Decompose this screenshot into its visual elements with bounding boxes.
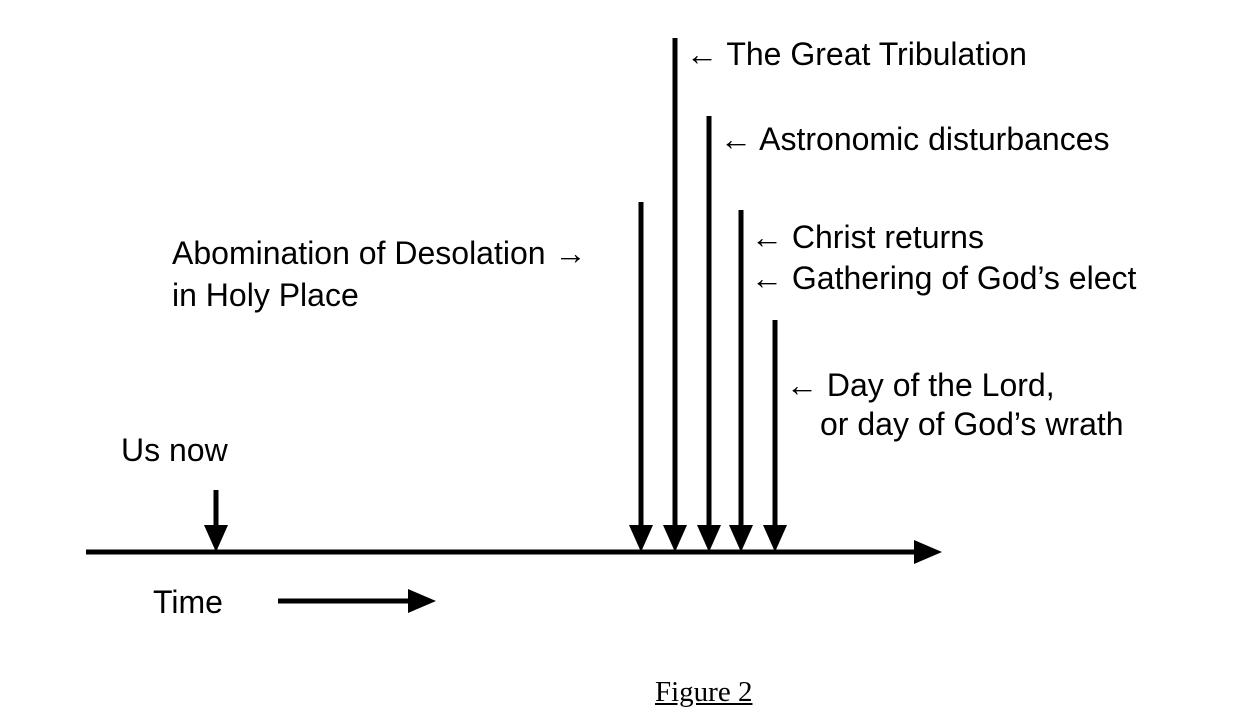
label-gathering-elect: ← Gathering of God’s elect — [751, 260, 1137, 296]
christ-returns-arrowhead — [729, 525, 753, 552]
great-tribulation-arrowhead — [663, 525, 687, 552]
us-now-arrowhead — [204, 525, 228, 552]
label-holy-place: in Holy Place — [172, 277, 359, 313]
abomination-arrowhead — [629, 525, 653, 552]
time-direction-arrowhead — [408, 589, 436, 613]
label-christ-returns: ← Christ returns — [751, 219, 984, 255]
label-abomination: Abomination of Desolation → — [172, 235, 587, 271]
day-of-lord-arrowhead — [763, 525, 787, 552]
label-time: Time — [153, 584, 223, 620]
figure-caption: Figure 2 — [655, 676, 753, 708]
label-astronomic-disturbances: ← Astronomic disturbances — [720, 121, 1110, 157]
label-day-of-wrath: or day of God’s wrath — [820, 406, 1124, 442]
astronomic-arrowhead — [697, 525, 721, 552]
label-great-tribulation: ← The Great Tribulation — [686, 36, 1027, 72]
label-us-now: Us now — [121, 432, 228, 468]
label-day-of-lord: ← Day of the Lord, — [786, 367, 1055, 403]
time-axis-arrowhead — [914, 540, 942, 564]
